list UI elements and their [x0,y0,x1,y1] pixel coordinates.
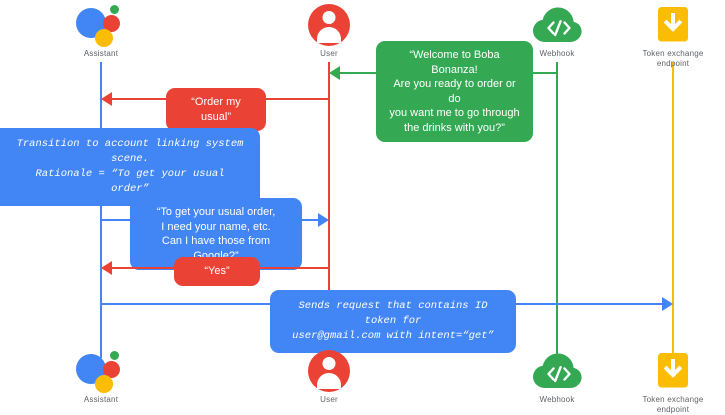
arrow-head-yes [101,261,112,275]
message-text-yes: “Yes” [204,265,230,277]
note-text-transition: Transition to account linking system sce… [16,138,244,195]
actor-token-bottom: Token exchange endpoint [618,350,725,415]
message-text-order-my-usual: “Order my usual” [191,96,241,123]
lifeline-user [328,62,330,358]
arrow-head-order-my-usual [101,92,112,106]
actor-label-assistant: Assistant [83,49,119,58]
note-text-send-id-token: Sends request that contains ID token for… [292,300,494,342]
arrow-head-ask-for-name [318,213,329,227]
message-bubble-yes: “Yes” [174,257,260,286]
actor-label-user: User [320,395,338,404]
actor-label-webhook: Webhook [539,395,575,404]
actor-webhook-top: Webhook [502,4,612,59]
actor-token-top: Token exchange endpoint [618,4,725,69]
actor-user-top: User [274,4,384,59]
message-bubble-welcome: “Welcome to Boba Bonanza! Are you ready … [376,41,533,142]
download-box-icon [653,4,693,46]
actor-assistant-top: Assistant [46,4,156,59]
note-bubble-transition: Transition to account linking system sce… [0,128,260,206]
arrow-head-send-id-token [662,297,673,311]
actor-assistant-bottom: Assistant [46,350,156,405]
actor-label-assistant: Assistant [83,395,119,404]
actor-label-webhook: Webhook [539,49,575,58]
message-bubble-ask-for-name: “To get your usual order, I need your na… [130,198,302,270]
google-assistant-icon [76,4,126,47]
cloud-code-icon [531,4,583,46]
cloud-code-icon [531,350,583,392]
actor-webhook-bottom: Webhook [502,350,612,405]
actor-user-bottom: User [274,350,384,405]
lifeline-assistant [100,62,102,358]
message-bubble-order-my-usual: “Order my usual” [166,88,266,131]
user-avatar-icon [308,4,350,46]
message-text-welcome: “Welcome to Boba Bonanza! Are you ready … [389,49,520,134]
note-bubble-send-id-token: Sends request that contains ID token for… [270,290,516,353]
arrow-head-welcome [329,66,340,80]
actor-label-token: Token exchange endpoint [642,395,704,414]
user-avatar-icon [308,350,350,392]
lifeline-webhook [556,62,558,358]
lifeline-token [672,62,674,358]
message-text-ask-for-name: “To get your usual order, I need your na… [156,206,276,262]
download-box-icon [653,350,693,392]
actor-label-user: User [320,49,338,58]
google-assistant-icon [76,350,126,393]
actor-label-token: Token exchange endpoint [642,49,704,68]
